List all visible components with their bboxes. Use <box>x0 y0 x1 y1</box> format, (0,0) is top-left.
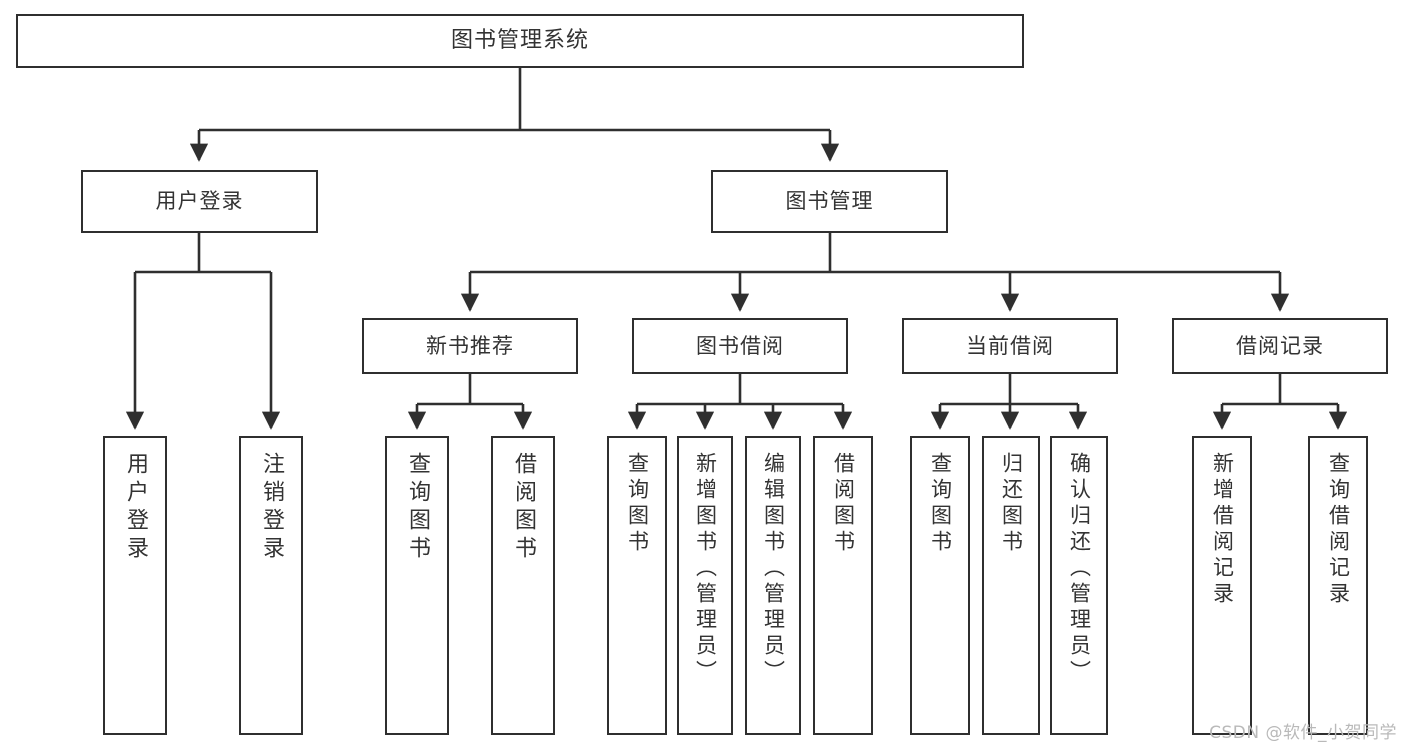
node-label: 查询图书 <box>928 452 953 556</box>
leaf-query-book-borrow[interactable]: 查询图书 <box>607 436 667 735</box>
node-current-borrow[interactable]: 当前借阅 <box>902 318 1118 374</box>
node-label: 用户登录 <box>123 452 148 564</box>
node-label: 图书管理系统 <box>450 28 589 54</box>
node-user-login[interactable]: 用户登录 <box>81 170 318 233</box>
leaf-borrow-book-recommend[interactable]: 借阅图书 <box>491 436 555 735</box>
node-label: 图书借阅 <box>696 333 784 358</box>
node-new-book-recommend[interactable]: 新书推荐 <box>362 318 578 374</box>
node-label: 查询图书 <box>405 452 430 564</box>
node-label: 确认归还（管理员） <box>1067 452 1092 686</box>
leaf-return-book[interactable]: 归还图书 <box>982 436 1040 735</box>
node-label: 编辑图书（管理员） <box>761 452 786 686</box>
leaf-user-login[interactable]: 用户登录 <box>103 436 167 735</box>
node-label: 归还图书 <box>999 452 1024 556</box>
leaf-borrow-book[interactable]: 借阅图书 <box>813 436 873 735</box>
leaf-confirm-return-admin[interactable]: 确认归还（管理员） <box>1050 436 1108 735</box>
leaf-query-book-recommend[interactable]: 查询图书 <box>385 436 449 735</box>
leaf-add-book-admin[interactable]: 新增图书（管理员） <box>677 436 733 735</box>
node-label: 借阅图书 <box>831 452 856 556</box>
node-label: 注销登录 <box>259 452 284 564</box>
node-label: 借阅图书 <box>511 452 536 564</box>
node-borrow-record[interactable]: 借阅记录 <box>1172 318 1388 374</box>
leaf-user-logout[interactable]: 注销登录 <box>239 436 303 735</box>
node-label: 新增借阅记录 <box>1210 452 1235 608</box>
node-label: 借阅记录 <box>1236 333 1324 358</box>
node-label: 图书管理 <box>785 189 874 214</box>
node-book-management[interactable]: 图书管理 <box>711 170 948 233</box>
node-label: 查询借阅记录 <box>1326 452 1351 608</box>
csdn-watermark: CSDN @软件_小贺同学 <box>1209 723 1397 743</box>
leaf-add-borrow-record[interactable]: 新增借阅记录 <box>1192 436 1252 735</box>
leaf-query-book-current[interactable]: 查询图书 <box>910 436 970 735</box>
leaf-query-borrow-record[interactable]: 查询借阅记录 <box>1308 436 1368 735</box>
node-label: 查询图书 <box>625 452 650 556</box>
node-book-borrow[interactable]: 图书借阅 <box>632 318 848 374</box>
leaf-edit-book-admin[interactable]: 编辑图书（管理员） <box>745 436 801 735</box>
node-root-book-management-system[interactable]: 图书管理系统 <box>16 14 1024 68</box>
node-label: 新书推荐 <box>426 333 514 358</box>
node-label: 用户登录 <box>155 189 244 214</box>
node-label: 新增图书（管理员） <box>693 452 718 686</box>
node-label: 当前借阅 <box>966 333 1054 358</box>
